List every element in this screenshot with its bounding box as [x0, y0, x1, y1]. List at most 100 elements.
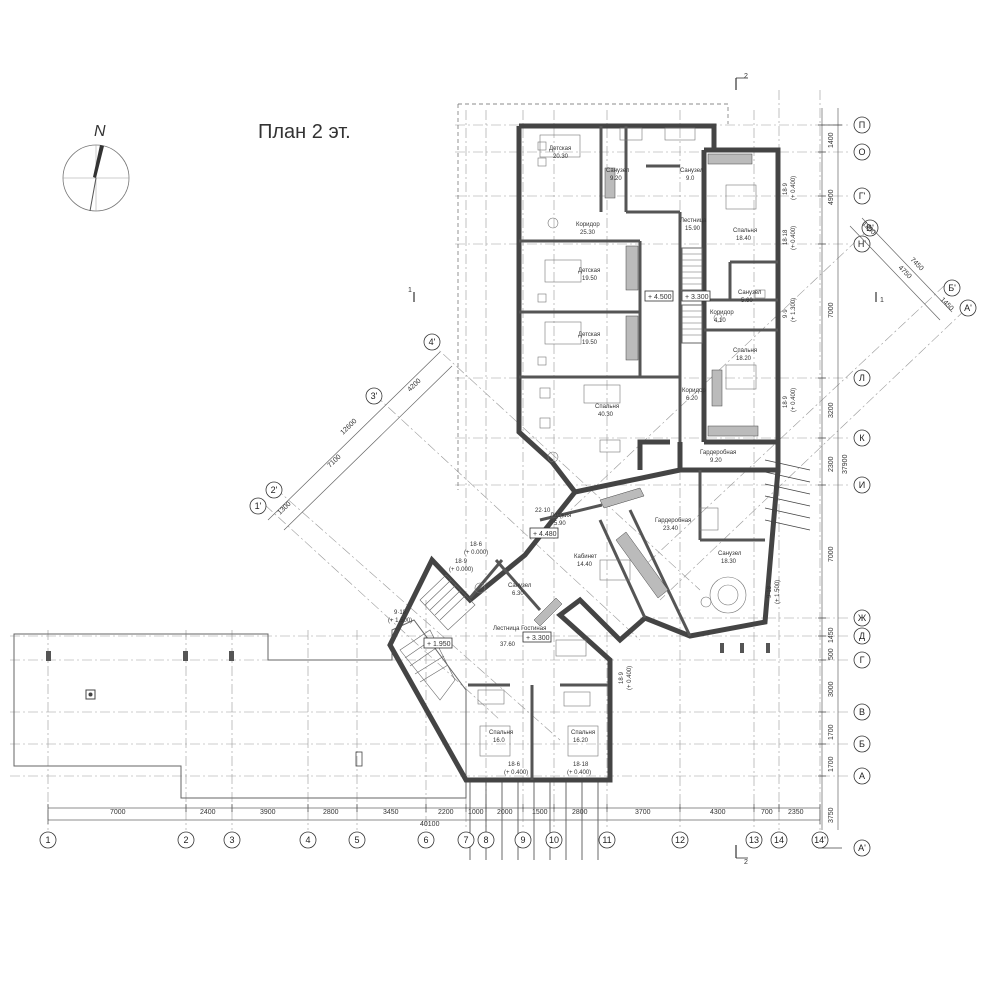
- svg-text:3750: 3750: [828, 807, 835, 823]
- axis-label: 5: [354, 835, 359, 845]
- compass-rose: N: [62, 123, 130, 212]
- room-name: Санузел: [606, 168, 630, 174]
- room-area: 6.20: [686, 396, 698, 402]
- axis-bubble: Б: [853, 735, 871, 753]
- axis-label: 7: [463, 835, 468, 845]
- room-name: Спальня: [733, 348, 757, 354]
- svg-text:1000: 1000: [468, 809, 484, 816]
- room-area: 40.30: [598, 412, 614, 418]
- svg-text:18·6: 18·6: [508, 762, 521, 768]
- svg-text:40100: 40100: [420, 821, 440, 828]
- axis-label: 3': [371, 391, 378, 401]
- svg-text:2000: 2000: [497, 809, 513, 816]
- svg-text:7000: 7000: [828, 546, 835, 562]
- axis-bubble: В: [853, 703, 871, 721]
- svg-text:1450: 1450: [828, 627, 835, 643]
- svg-text:1300: 1300: [277, 501, 293, 517]
- svg-text:4900: 4900: [828, 189, 835, 205]
- room-name: Спальня: [595, 404, 619, 410]
- room-name: Спальня: [733, 228, 757, 234]
- room-labels: Детская 20.30 Санузел 9.20 Санузел 9.0 К…: [489, 146, 762, 744]
- level-mark: + 3.300: [685, 294, 709, 301]
- room-area: 19.50: [582, 340, 598, 346]
- axis-label: Д: [859, 631, 865, 641]
- svg-text:18·9: 18·9: [455, 559, 468, 565]
- room-area: 18.30: [721, 559, 737, 565]
- room-area: 37.60: [500, 642, 516, 648]
- axis-bubble: А: [853, 767, 871, 785]
- axis-label: К: [859, 433, 865, 443]
- svg-text:7000: 7000: [110, 809, 126, 816]
- axis-bubble: П: [853, 116, 871, 134]
- room-name: Санузел: [680, 168, 704, 174]
- svg-text:9·9: 9·9: [783, 309, 789, 318]
- svg-text:1400: 1400: [828, 132, 835, 148]
- svg-text:(+ 0.400): (+ 0.400): [504, 770, 528, 776]
- axis-bubbles-diag: 1'2'3'4'В'Б'А': [249, 219, 977, 515]
- axis-label: В: [859, 707, 865, 717]
- svg-text:4200: 4200: [407, 378, 423, 394]
- svg-text:(+ 0.400): (+ 0.400): [791, 226, 797, 250]
- axis-bubble: И: [853, 476, 871, 494]
- axis-bubble: 2: [177, 831, 195, 849]
- axis-bubble: Г': [853, 187, 871, 205]
- level-mark: + 4.500: [648, 294, 672, 301]
- axis-label: 11: [602, 835, 611, 845]
- axis-label: 13: [749, 835, 759, 845]
- room-area: 23.40: [663, 526, 679, 532]
- svg-text:9·18: 9·18: [767, 585, 773, 598]
- axis-bubble: 7: [457, 831, 475, 849]
- axis-bubble: Д: [853, 627, 871, 645]
- room-name: Кабинет: [574, 554, 597, 560]
- svg-text:2800: 2800: [323, 809, 339, 816]
- axis-bubble: 3': [365, 387, 383, 405]
- room-area: 16.0: [493, 738, 505, 744]
- svg-text:1450: 1450: [939, 296, 955, 312]
- svg-text:(+ 0.000): (+ 0.000): [464, 550, 488, 556]
- axis-bubble: 13: [745, 831, 763, 849]
- svg-text:(+ 1.300): (+ 1.300): [791, 298, 797, 322]
- svg-text:(+ 0.000): (+ 0.000): [449, 567, 473, 573]
- axis-label: 4: [305, 835, 310, 845]
- svg-text:9·18: 9·18: [394, 610, 407, 616]
- svg-text:(+ 0.400): (+ 0.400): [791, 176, 797, 200]
- svg-text:1700: 1700: [828, 724, 835, 740]
- room-name: Коридор: [682, 388, 706, 394]
- axis-bubble: 14: [770, 831, 788, 849]
- room-area: 20.30: [553, 154, 569, 160]
- axis-label: Г: [860, 655, 865, 665]
- svg-text:37900: 37900: [842, 454, 849, 474]
- axis-label: А': [858, 843, 866, 853]
- bottom-dimensions: 7000 2400 3900 2800 3450 2200 1000 2000 …: [47, 804, 821, 828]
- axis-bubble: 6: [417, 831, 435, 849]
- level-marks: + 4.500 + 3.300 + 4.480 + 3.300 + 1.950: [423, 290, 711, 649]
- svg-text:2400: 2400: [200, 809, 216, 816]
- room-name: Спальня: [489, 730, 513, 736]
- svg-text:(+ 1.500): (+ 1.500): [388, 618, 412, 624]
- axis-label: Л: [859, 373, 865, 383]
- svg-text:2800: 2800: [572, 809, 588, 816]
- axis-label: 1': [255, 501, 262, 511]
- axis-bubble: О: [853, 143, 871, 161]
- axis-label: 3: [229, 835, 234, 845]
- axis-label: Б: [859, 739, 865, 749]
- svg-text:7000: 7000: [828, 302, 835, 318]
- svg-text:18·9: 18·9: [783, 182, 789, 195]
- svg-text:4300: 4300: [710, 809, 726, 816]
- axis-bubble: Б': [943, 279, 961, 297]
- room-name: Лестница Гостиная: [493, 626, 546, 632]
- room-area: 6.30: [512, 591, 524, 597]
- south-wing: [387, 459, 811, 860]
- axis-bubble: 3: [223, 831, 241, 849]
- room-area: 16.20: [573, 738, 589, 744]
- svg-text:18·9: 18·9: [619, 671, 625, 684]
- axis-label: А': [964, 303, 972, 313]
- room-area: 9.0: [686, 176, 695, 182]
- axis-label: 2: [183, 835, 188, 845]
- svg-text:22·10: 22·10: [535, 508, 551, 514]
- axis-bubble: 1': [249, 497, 267, 515]
- room-area: 18.20: [736, 356, 752, 362]
- room-name: Лоджия: [550, 513, 571, 519]
- axis-bubble: Н': [853, 235, 871, 253]
